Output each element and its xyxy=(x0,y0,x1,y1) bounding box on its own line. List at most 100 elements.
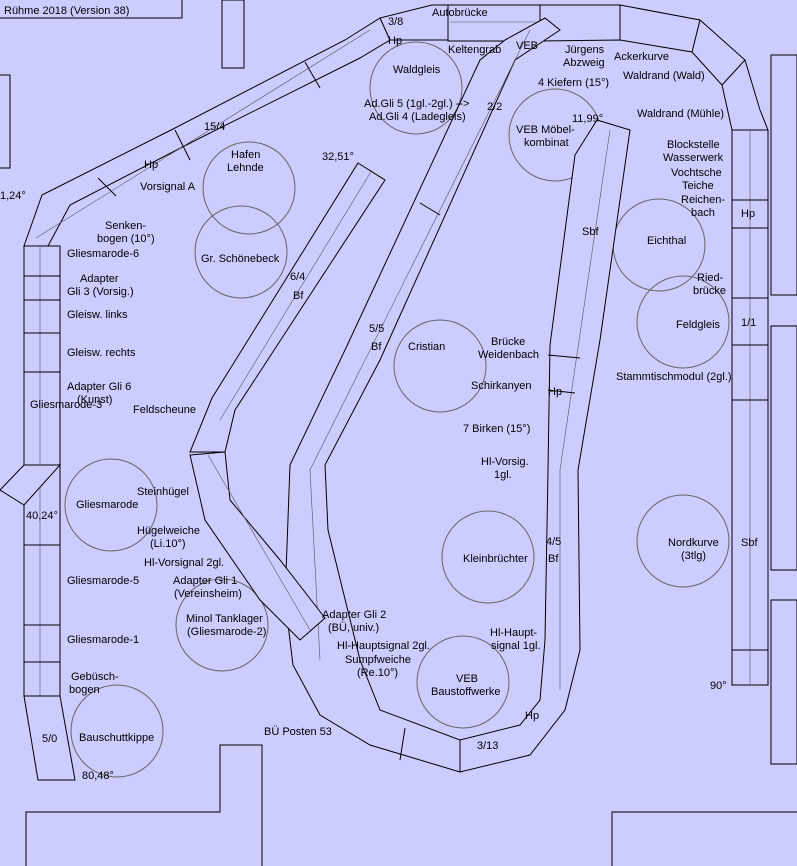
label-cristian: Cristian xyxy=(408,341,445,353)
label-minol-1: Minol Tanklager xyxy=(186,613,263,625)
label-reichenbach-1: Reichen- xyxy=(681,194,725,206)
labels: Rühme 2018 (Version 38) Autobrücke 3/8 H… xyxy=(0,5,758,782)
label-adgli5: Ad.Gli 5 (1gl.-2gl.) --> xyxy=(364,98,469,110)
label-sbf-right: Sbf xyxy=(741,537,758,549)
label-15-4: 15/4 xyxy=(204,121,225,133)
label-adapter-gli3-1: Adapter xyxy=(80,273,119,285)
label-huegelweiche-1: Hügelweiche xyxy=(137,525,200,537)
label-hl-vorsig-1: Hl-Vorsig. xyxy=(481,456,529,468)
label-ried-1: Ried- xyxy=(697,272,724,284)
label-hl-vorsignal-2gl: Hl-Vorsignal 2gl. xyxy=(144,557,224,569)
label-autobruecke: Autobrücke xyxy=(432,7,488,19)
label-vorsignal-a: Vorsignal A xyxy=(140,181,196,193)
wall-bottom-right xyxy=(611,811,797,866)
label-veb-moebel-2: kombinat xyxy=(524,137,569,149)
label-waldrand-wald: Waldrand (Wald) xyxy=(623,70,705,82)
label-bauschutt: Bauschuttkippe xyxy=(79,732,154,744)
track-inner-main xyxy=(284,17,631,773)
label-blockstelle: Blockstelle xyxy=(667,139,720,151)
label-adapter-gli2-1: Adapter Gli 2 xyxy=(322,609,386,621)
label-gliesmarode-5: Gliesmarode-5 xyxy=(67,575,139,587)
label-2-2: 2/2 xyxy=(487,101,502,113)
label-wasserwerk: Wasserwerk xyxy=(663,152,724,164)
label-hp-right: Hp xyxy=(741,208,755,220)
label-waldrand-muehle: Waldrand (Mühle) xyxy=(637,108,724,120)
label-teiche: Teiche xyxy=(682,180,714,192)
label-gleisw-links: Gleisw. links xyxy=(67,309,128,321)
label-angle-3251: 32,51° xyxy=(322,151,354,163)
label-4-5: 4/5 xyxy=(546,536,561,548)
label-eichthal: Eichthal xyxy=(647,235,686,247)
label-angle-90: 90° xyxy=(710,680,727,692)
label-hl-vorsig-2: 1gl. xyxy=(494,469,512,481)
label-3-13: 3/13 xyxy=(477,740,498,752)
label-adapter-gli6-2: (Kunst) xyxy=(77,394,112,406)
label-sumpfweiche-1: Sumpfweiche xyxy=(345,654,411,666)
label-bruecke-1: Brücke xyxy=(491,336,525,348)
label-ried-2: brücke xyxy=(693,285,726,297)
label-veb-abzweig: VEB xyxy=(516,40,538,52)
label-bu-posten: BÜ Posten 53 xyxy=(264,726,332,738)
track-huegel-spur xyxy=(189,451,326,641)
label-veb-bau-1: VEB xyxy=(456,673,478,685)
label-gliesmarode: Gliesmarode xyxy=(76,499,138,511)
label-huegelweiche-2: (Li.10°) xyxy=(150,538,186,550)
circle-feldgleis xyxy=(636,275,730,369)
label-abzweig: Abzweig xyxy=(563,57,605,69)
label-keltengrab: Keltengrab xyxy=(448,44,501,56)
label-6-4: 6/4 xyxy=(290,271,305,283)
label-gliesmarode-6: Gliesmarode-6 xyxy=(67,248,139,260)
label-hp-mid: Hp xyxy=(548,386,562,398)
label-nordkurve-2: (3tlg) xyxy=(681,550,706,562)
label-veb-bau-2: Baustoffwerke xyxy=(431,686,501,698)
label-gliesmarode-3: Gliesmarode-3 xyxy=(30,399,102,411)
wall-top-left xyxy=(0,0,183,19)
label-gleisw-rechts: Gleisw. rechts xyxy=(67,347,136,359)
label-adapter-gli1-1: Adapter Gli 1 xyxy=(173,575,237,587)
circle-schoenebeck xyxy=(194,205,288,299)
label-hl-haupt-2: signal 1gl. xyxy=(491,640,541,652)
label-feldgleis: Feldgleis xyxy=(676,319,721,331)
circle-hafen xyxy=(202,141,296,235)
label-hl-haupt-1: Hl-Haupt- xyxy=(490,627,537,639)
label-gebuesch-1: Gebüsch- xyxy=(71,671,119,683)
label-1-1: 1/1 xyxy=(741,317,756,329)
label-gebuesch-2: bogen xyxy=(69,684,100,696)
rail-top-left xyxy=(35,29,371,239)
label-hp-left: Hp xyxy=(144,159,158,171)
track-branch-4024 xyxy=(0,464,62,506)
label-reichenbach-2: bach xyxy=(691,207,715,219)
circle-nordkurve xyxy=(636,494,730,588)
label-adapter-gli6-1: Adapter Gli 6 xyxy=(67,381,131,393)
label-angle-1199: 11,99° xyxy=(572,113,603,125)
radiator-2 xyxy=(770,325,797,571)
label-hp-top: Hp xyxy=(388,35,402,47)
radiator-1 xyxy=(770,54,797,296)
label-senkenbogen-1: Senken- xyxy=(105,220,146,232)
circle-waldgleis xyxy=(369,41,463,135)
label-minol-2: (Gliesmarode-2) xyxy=(187,626,266,638)
circle-cristian xyxy=(393,319,487,413)
track-lower-spur xyxy=(189,451,326,641)
label-3-8: 3/8 xyxy=(388,16,403,28)
label-sbf-inner: Sbf xyxy=(582,226,599,238)
radiator-3 xyxy=(770,599,797,765)
wall-left-recess xyxy=(0,74,11,169)
label-gr-schoenebeck: Gr. Schönebeck xyxy=(201,253,280,265)
label-bf-4-5: Bf xyxy=(548,553,559,565)
label-5-5: 5/5 xyxy=(369,323,384,335)
label-5-0: 5/0 xyxy=(42,733,57,745)
label-kleinbruechter: Kleinbrüchter xyxy=(463,553,528,565)
label-nordkurve-1: Nordkurve xyxy=(668,537,719,549)
label-adapter-gli1-2: (Vereinsheim) xyxy=(174,588,242,600)
label-angle-8048: 80,48° xyxy=(82,770,114,782)
circle-veb-bau xyxy=(416,635,510,729)
layout-title: Rühme 2018 (Version 38) xyxy=(4,5,129,17)
label-bruecke-2: Weidenbach xyxy=(478,349,539,361)
track-5-0 xyxy=(23,695,76,781)
label-hl-hauptsignal-2gl: Hl-Hauptsignal 2gl. xyxy=(337,640,430,652)
label-stammtisch: Stammtischmodul (2gl.) xyxy=(616,371,732,383)
